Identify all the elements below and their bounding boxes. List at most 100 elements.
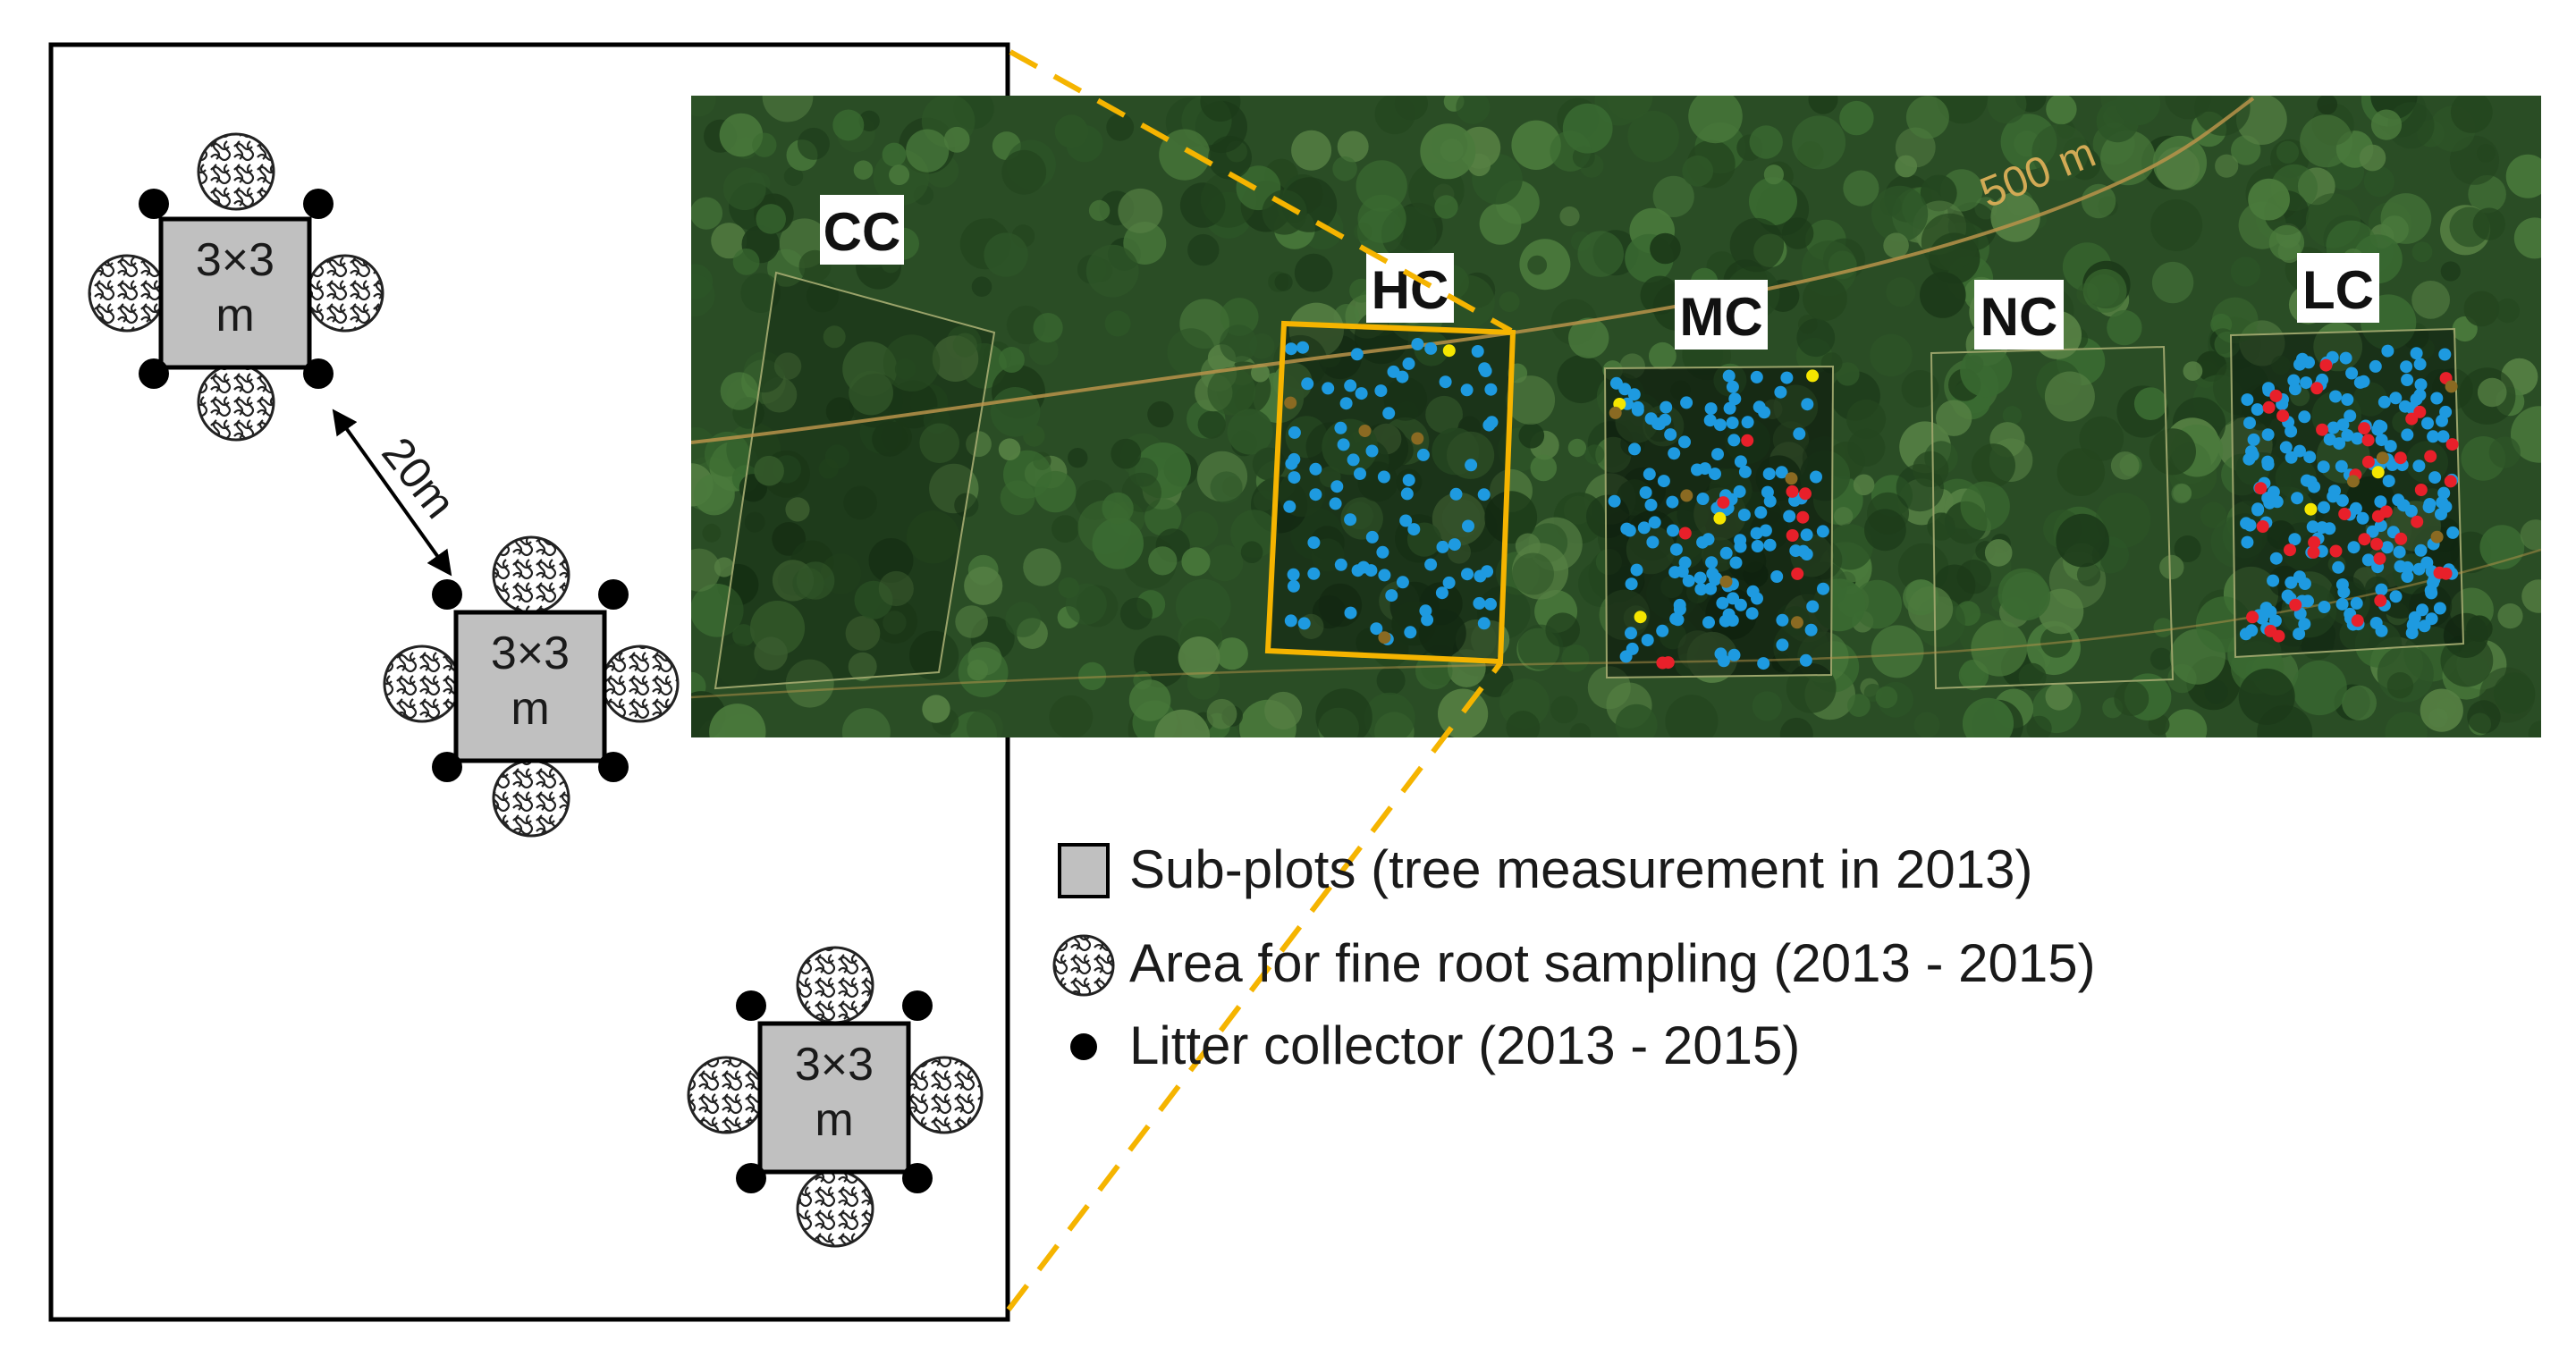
canopy-crown (1649, 341, 1677, 370)
litter-collector (736, 1163, 766, 1193)
tree-dot (2380, 541, 2394, 554)
tree-dot (2401, 560, 2414, 574)
tree-dot (2332, 560, 2345, 574)
tree-dot (2361, 455, 2375, 468)
canopy-crown (2276, 140, 2300, 164)
tree-dot (2410, 347, 2423, 360)
tree-dot (2285, 425, 2298, 438)
tree-dot (1741, 416, 1754, 429)
tree-dot (2335, 493, 2349, 507)
canopy-crown (843, 485, 878, 520)
canopy-crown (2018, 662, 2047, 691)
canopy-crown (848, 652, 877, 681)
canopy-crown (1264, 691, 1303, 730)
tree-dot (2412, 459, 2426, 473)
canopy-crown (754, 455, 784, 486)
tree-dot (2375, 583, 2388, 596)
root-sampling-area (306, 254, 384, 333)
tree-dot (1626, 642, 1639, 655)
canopy-crown (2171, 483, 2192, 504)
subplot-square (453, 610, 607, 763)
canopy-crown (1456, 96, 1491, 124)
tree-dot (2405, 412, 2419, 426)
tree-dot (1728, 392, 1742, 406)
tree-dot (1750, 527, 1763, 540)
subplot-size-line1: 3×3 (491, 628, 570, 679)
canopy-crown (720, 372, 759, 410)
canopy-crown (1956, 560, 1992, 594)
canopy-crown (2095, 493, 2151, 548)
tree-dot (1711, 448, 1724, 461)
tree-dot (2439, 405, 2453, 418)
canopy-crown (1562, 103, 1613, 154)
root-sampling-area (905, 1056, 984, 1134)
tree-dot (1696, 535, 1710, 549)
legend-item-root-area: Area for fine root sampling (2013 - 2015… (1052, 933, 2096, 997)
tree-dot (1449, 487, 1463, 501)
canopy-crown (1847, 694, 1871, 717)
canopy-crown (1506, 711, 1541, 737)
tree-dot (1329, 497, 1342, 510)
tree-dot (1330, 480, 1344, 493)
tree-dot (1734, 540, 1747, 553)
tree-dot (2261, 455, 2275, 468)
tree-dot (1402, 357, 1415, 370)
canopy-crown (2275, 457, 2317, 499)
tree-dot (1810, 470, 1822, 484)
canopy-crown (1253, 490, 1275, 511)
canopy-crown (1972, 443, 2015, 488)
canopy-crown (1665, 695, 1719, 737)
canopy-crown (1808, 96, 1838, 114)
canopy-crown (1749, 125, 1783, 159)
canopy-crown (732, 249, 760, 275)
canopy-crown (1102, 492, 1134, 525)
canopy-crown (1197, 410, 1226, 439)
canopy-crown (754, 636, 788, 670)
canopy-crown (1374, 96, 1415, 135)
tree-dot (2335, 459, 2348, 473)
canopy-crown (2477, 377, 2507, 408)
tree-dot (1696, 493, 1710, 505)
canopy-crown (1438, 688, 1489, 737)
tree-dot (2267, 574, 2280, 587)
canopy-crown (2230, 257, 2261, 287)
canopy-crown (2081, 183, 2116, 219)
canopy-crown (2110, 451, 2140, 480)
canopy-crown (1640, 275, 1679, 315)
canopy-crown (1088, 199, 1111, 222)
canopy-crown (2204, 679, 2228, 704)
tree-dot (1691, 463, 1703, 476)
canopy-crown (715, 643, 760, 687)
tree-dot (2411, 515, 2424, 528)
tree-dot (1678, 527, 1692, 540)
canopy-crown (691, 548, 721, 592)
tree-dot (1399, 514, 1413, 527)
canopy-crown (2174, 535, 2201, 562)
tree-dot (1693, 571, 1707, 585)
tree-dot (1411, 338, 1424, 350)
canopy-crown (719, 113, 764, 157)
canopy-crown (2466, 615, 2493, 642)
canopy-crown (1901, 370, 1939, 408)
canopy-crown (1181, 547, 1211, 577)
tree-dot (1643, 468, 1656, 481)
canopy-crown (722, 167, 766, 211)
tree-dot (1637, 521, 1651, 535)
tree-dot (1477, 488, 1491, 501)
canopy-crown (705, 431, 750, 477)
tree-dot (1351, 564, 1364, 577)
canopy-crown (1315, 688, 1372, 737)
tree-dot (1680, 396, 1693, 409)
tree-dot (1776, 613, 1789, 627)
canopy-crown (744, 511, 765, 533)
canopy-crown (1990, 192, 2040, 242)
svg-text:MC: MC (1679, 287, 1762, 347)
canopy-crown (1875, 686, 1898, 709)
subplot-square (158, 216, 312, 370)
tree-dot (1676, 565, 1689, 578)
tree-dot (2401, 374, 2414, 386)
canopy-crown (2497, 603, 2523, 629)
tree-dot (1661, 656, 1675, 670)
tree-dot (1448, 538, 1461, 552)
